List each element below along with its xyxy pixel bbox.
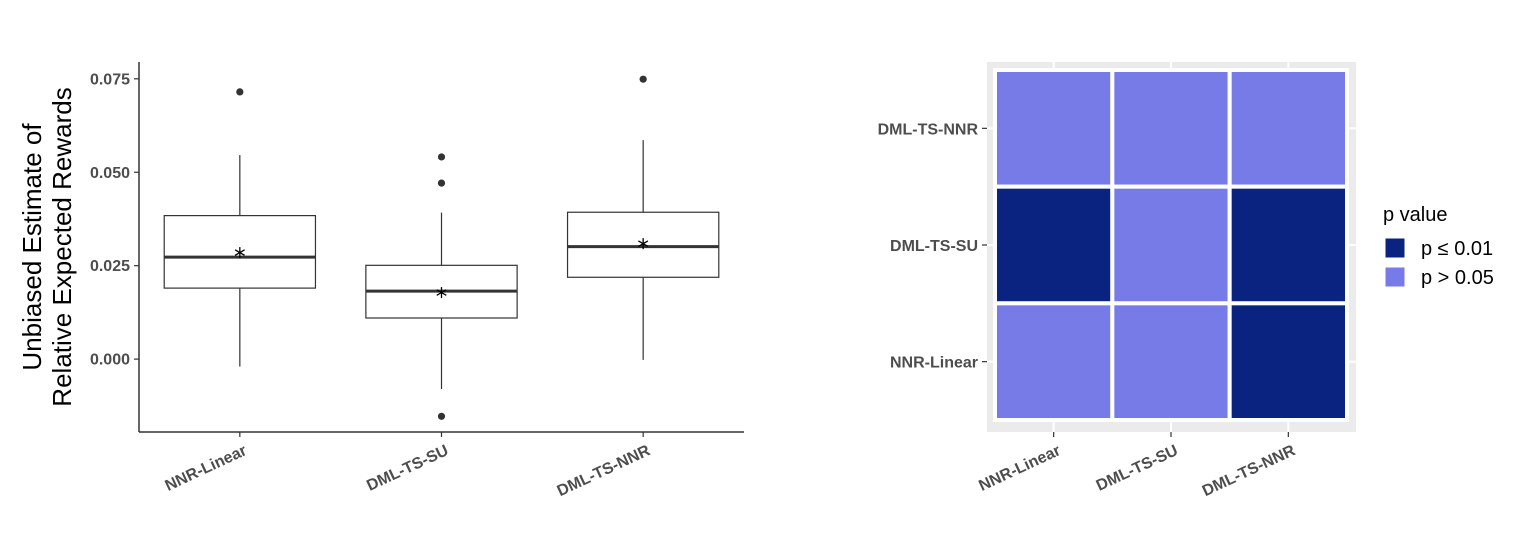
mean-marker — [234, 249, 245, 256]
heatmap-cell — [993, 301, 1115, 423]
heatmap-cell — [993, 184, 1115, 306]
outlier-point — [639, 75, 647, 83]
mean-marker — [436, 289, 447, 296]
x-tick-label: NNR-Linear — [976, 442, 1063, 495]
legend-swatch — [1384, 237, 1406, 259]
y-tick-label: NNR-Linear — [890, 355, 978, 372]
x-tick-label: DML-TS-SU — [364, 442, 451, 495]
outlier-point — [437, 412, 446, 420]
heatmap-cell — [1227, 68, 1349, 189]
heatmap-cell — [1110, 184, 1232, 306]
y-tick-label: DML-TS-NNR — [878, 121, 979, 138]
x-tick-label: DML-TS-NNR — [555, 442, 654, 500]
y-tick-label: 0.000 — [90, 352, 130, 369]
legend-label: p ≤ 0.01 — [1421, 238, 1493, 260]
y-axis-title-line-2: Relative Expected Rewards — [47, 87, 77, 406]
x-tick-label: DML-TS-NNR — [1200, 442, 1299, 500]
heatmap-cell — [1227, 184, 1349, 306]
y-tick-label: 0.050 — [90, 165, 130, 182]
y-axis-title-line-1: Unbiased Estimate of — [17, 123, 47, 371]
heatmap-cell — [1110, 68, 1232, 189]
heatmap-cell — [993, 68, 1115, 189]
heatmap-cell — [1110, 301, 1232, 423]
heatmap-cell — [1227, 301, 1349, 423]
outlier-point — [437, 179, 446, 187]
outlier-point — [236, 88, 244, 96]
mean-marker — [638, 240, 649, 247]
legend-label: p > 0.05 — [1421, 267, 1494, 289]
y-tick-label: 0.075 — [90, 71, 130, 88]
x-tick-label: NNR-Linear — [163, 442, 250, 495]
legend-title: p value — [1383, 204, 1448, 226]
y-tick-label: 0.025 — [90, 258, 130, 275]
x-tick-label: DML-TS-SU — [1094, 442, 1181, 495]
y-tick-label: DML-TS-SU — [890, 238, 978, 255]
outlier-point — [437, 153, 446, 161]
legend-swatch — [1384, 266, 1406, 288]
